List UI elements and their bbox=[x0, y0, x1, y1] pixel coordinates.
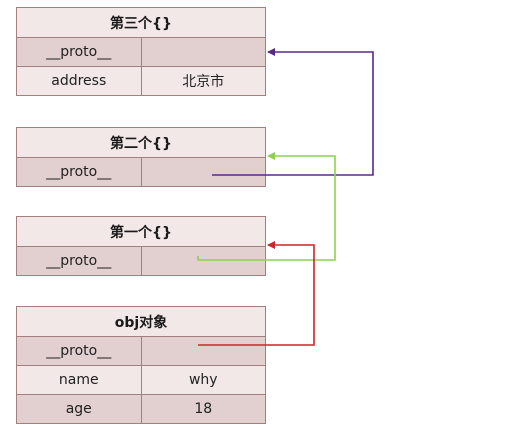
object-obj-proto-label: __proto__ bbox=[46, 343, 112, 359]
object-second-proto-value bbox=[140, 158, 266, 186]
object-obj-age-key: age bbox=[65, 401, 92, 417]
object-obj-proto-value bbox=[140, 337, 266, 365]
object-second: 第二个{} __proto__ bbox=[16, 127, 266, 187]
object-obj-title: obj对象 bbox=[17, 307, 265, 336]
object-first-title: 第一个{} bbox=[17, 217, 265, 246]
object-first-proto-value bbox=[140, 247, 266, 275]
object-obj-name-row: name why bbox=[17, 365, 265, 394]
object-third-proto-value bbox=[140, 38, 266, 66]
object-obj-name-key: name bbox=[58, 372, 99, 388]
object-third-proto-label: __proto__ bbox=[46, 44, 112, 60]
object-obj-name-value: why bbox=[140, 366, 266, 394]
object-obj-age-value: 18 bbox=[140, 395, 266, 423]
object-obj-age-row: age 18 bbox=[17, 394, 265, 423]
object-third-title: 第三个{} bbox=[17, 8, 265, 37]
object-first-proto-row: __proto__ bbox=[17, 246, 265, 275]
object-third: 第三个{} __proto__ address 北京市 bbox=[16, 7, 266, 96]
object-third-address-key: address bbox=[51, 73, 107, 89]
object-second-title: 第二个{} bbox=[17, 128, 265, 157]
object-third-address-value: 北京市 bbox=[140, 67, 266, 95]
object-second-proto-label: __proto__ bbox=[46, 164, 112, 180]
object-first: 第一个{} __proto__ bbox=[16, 216, 266, 276]
object-first-proto-label: __proto__ bbox=[46, 253, 112, 269]
object-third-address-row: address 北京市 bbox=[17, 66, 265, 95]
object-second-proto-row: __proto__ bbox=[17, 157, 265, 186]
object-obj-proto-row: __proto__ bbox=[17, 336, 265, 365]
object-obj: obj对象 __proto__ name why age 18 bbox=[16, 306, 266, 424]
object-third-proto-row: __proto__ bbox=[17, 37, 265, 66]
